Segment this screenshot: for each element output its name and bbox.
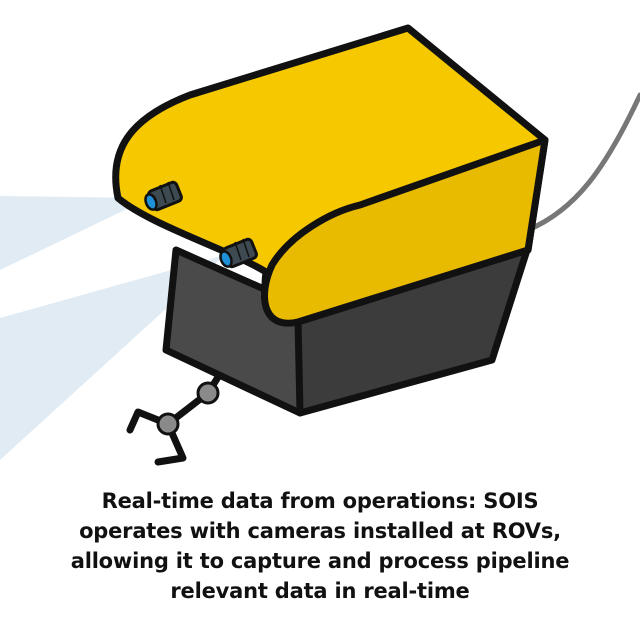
rov-vehicle-icon: [112, 24, 549, 417]
caption-line: Real-time data from operations: SOIS: [101, 489, 539, 513]
tether-cable: [525, 92, 640, 233]
caption-line: allowing it to capture and process pipel…: [70, 549, 570, 573]
camera-icon: [144, 180, 183, 212]
caption-line: relevant data in real-time: [170, 579, 470, 603]
robotic-arm-icon: [126, 351, 236, 466]
camera-icon: [219, 237, 258, 269]
caption-line: operates with cameras installed at ROVs,: [79, 519, 561, 543]
camera-light-beam-upper: [0, 196, 150, 270]
caption: Real-time data from operations: SOIS ope…: [20, 486, 620, 606]
rov-top-front: [261, 136, 549, 327]
